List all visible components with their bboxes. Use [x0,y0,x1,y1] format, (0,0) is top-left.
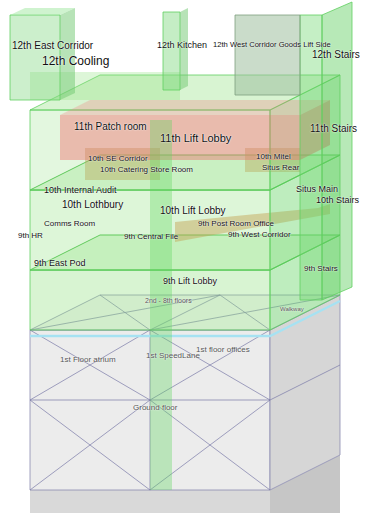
kitchen-box [163,12,180,90]
floor-label: 10th Mitel [256,153,291,161]
floor-label: Ground floor [133,404,177,412]
floor-label: 12th Kitchen [157,41,207,50]
floor-label: 9th HR [18,232,43,240]
wire-line [270,365,340,400]
east-corridor-top [10,8,75,15]
floor-label: Situs Main [296,185,338,194]
floor-label: 9th West Corridor [228,231,291,239]
floor-label: 10th Catering Store Room [100,166,193,174]
floor-label: 10th SE Corridor [88,155,148,163]
floor-label: 10th Stairs [316,196,359,205]
patch-room-top [60,100,330,115]
floor-label: 9th Stairs [304,265,338,273]
floor-label: 12th West Corridor Goods Lift Side [213,41,331,49]
floor-label: 9th Lift Lobby [163,277,217,286]
east-corridor-side [60,8,75,100]
wire-line [30,330,150,400]
floor-label: 9th Post Room Office [198,220,274,228]
patch-room-front [60,115,300,160]
floor-label: 12th Stairs [312,50,360,60]
floor-label: Situs Rear [262,164,299,172]
floor-label: 11th Stairs [310,124,357,134]
floor-label: Walkway [280,306,304,312]
floor-label: 1st SpeedLane [146,352,200,360]
floor-label: 10th Lift Lobby [160,206,226,216]
floor-label: 2nd - 8th floors [145,297,192,304]
floor-label: 1st floor offices [196,346,250,354]
ground-front [30,490,270,513]
floor-label: 9th Central File [124,233,178,241]
west-corridor-box [235,15,300,95]
floor-label: 10th Lothbury [62,200,123,210]
floor-label: Comms Room [44,220,95,228]
lift-shaft [150,120,172,490]
wire-line [30,330,150,400]
floor-label: 11th Lift Lobby [160,133,231,144]
floor-label: 1st Floor atrium [60,356,116,364]
floor-label: 12th Cooling [42,55,109,67]
floor-label: 11th Patch room [74,122,147,132]
wire-line [30,400,150,490]
floor-label: 9th East Pod [34,259,86,268]
wire-line [30,400,150,490]
floor-label: 12th East Corridor [12,41,93,51]
floor-label: 10th Internal Audit [44,186,117,195]
